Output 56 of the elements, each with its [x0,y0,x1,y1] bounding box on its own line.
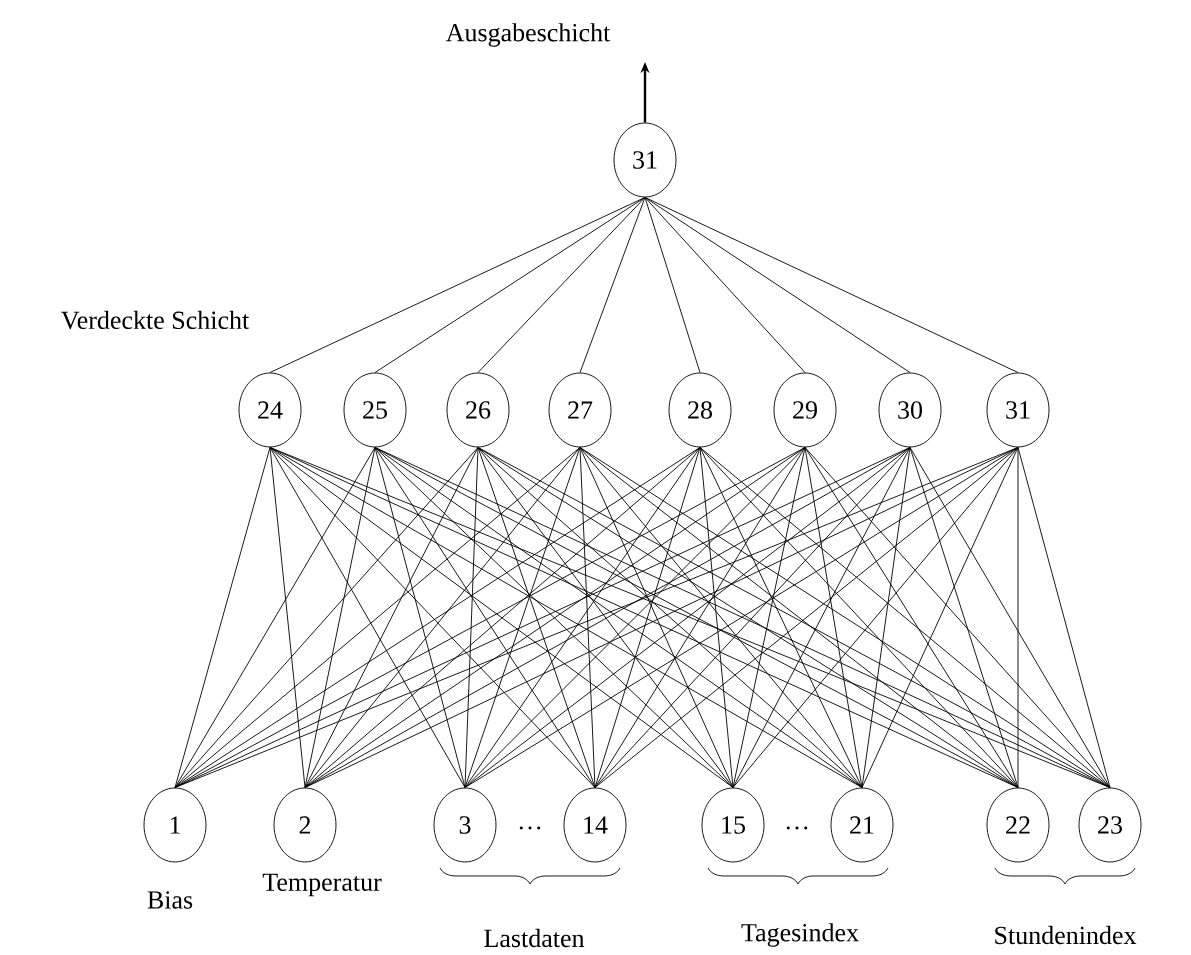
connection-line [732,447,806,788]
connection-line [1017,447,1111,788]
connection-line [304,447,376,788]
ellipsis: … [519,826,541,830]
connection-line [644,197,701,373]
connection-line [861,447,1019,788]
connection-line [861,447,911,788]
input-label: Temperatur [262,873,382,897]
group-label: Lastdaten [484,928,585,948]
connection-line [174,447,271,788]
connection-line [269,447,306,788]
connection-line [594,447,806,788]
connection-line [174,447,701,788]
connection-line [477,447,734,788]
connection-line [579,447,596,788]
connection-line [269,447,466,788]
connection-line [909,447,1111,788]
connection-line [644,197,806,373]
connection-line [699,447,863,788]
connection-line [374,197,646,373]
connection-line [804,447,863,788]
connection-line [464,447,806,788]
connection-line [304,447,479,788]
input-label: Bias [147,891,193,909]
connection-line [304,447,581,788]
connection-line [644,197,911,373]
group-label: Tagesindex [741,923,859,947]
connection-line [374,447,596,788]
connection-line [174,447,376,788]
connection-line [269,197,646,373]
connection-line [464,447,581,788]
connection-line [909,447,1019,788]
connection-line [699,447,734,788]
connection-line [579,197,646,373]
connection-line [1017,447,1019,788]
connection-line [269,447,596,788]
connection-line [804,447,1111,788]
connection-line [464,447,701,788]
connection-line [374,447,863,788]
connection-line [579,447,734,788]
group-label: Stundenindex [995,925,1137,945]
connection-line [732,447,911,788]
connection-line [477,447,596,788]
connection-line [804,447,1019,788]
connection-line [374,447,734,788]
connection-line [594,447,701,788]
connection-line [174,447,479,788]
layer-label: Verdeckte Schicht [61,310,250,330]
connection-line [477,197,646,373]
connection-line [579,447,1111,788]
connection-line [464,447,479,788]
connection-line [594,447,911,788]
connection-line [579,447,863,788]
ellipsis: … [786,826,808,830]
connection-line [644,197,1019,373]
layer-label: Ausgabeschicht [445,23,611,47]
